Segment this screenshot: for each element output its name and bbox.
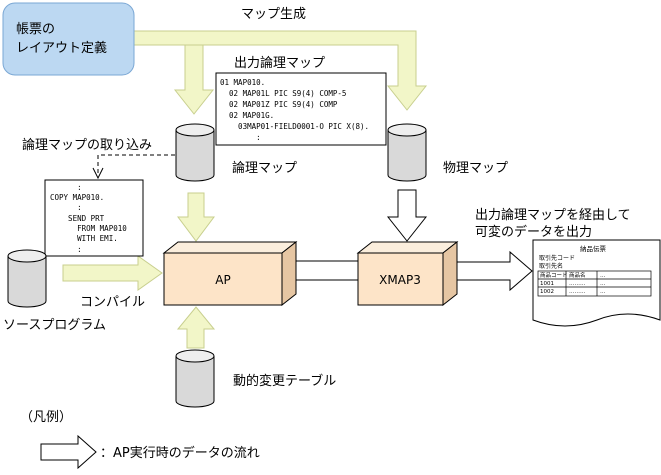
ap-label: AP <box>215 273 230 287</box>
map-code-line: 02 MAP01G. <box>220 111 274 120</box>
compile-label: コンパイル <box>80 295 145 310</box>
map-generation-label: マップ生成 <box>241 7 306 22</box>
output-description-line-1: 出力論理マップを経由して <box>475 207 631 223</box>
xmap3-to-report-arrow <box>456 250 533 292</box>
import-logical-map-label: 論理マップの取り込み <box>22 137 152 153</box>
program-code-line: FROM MAP010 <box>50 224 127 233</box>
physical-map-label: 物理マップ <box>443 161 508 176</box>
form-definition-line-2: レイアウト定義 <box>16 40 107 56</box>
report-table-cell: … <box>600 289 606 295</box>
legend-title: （凡例） <box>20 410 72 425</box>
program-code-line: WITH EMI. <box>50 234 118 243</box>
ap-to-xmap3-band <box>295 260 359 281</box>
form-layout-definition: 帳票の レイアウト定義 <box>2 2 135 76</box>
physical-map-cylinder <box>387 123 427 182</box>
report-table-header: … <box>600 273 606 279</box>
output-description-line-2: 可変のデータを出力 <box>475 224 592 240</box>
map-generation-arrows <box>62 30 428 349</box>
report-table-cell: ……… <box>569 289 586 295</box>
form-definition-line-1: 帳票の <box>16 22 55 37</box>
xmap3-box: XMAP3 <box>356 240 459 307</box>
dynamic-change-table-cylinder <box>175 349 215 408</box>
map-code-line: 02 MAP01L PIC S9(4) COMP-5 <box>220 89 346 98</box>
map-code-line: : <box>220 133 261 142</box>
dynamic-table-to-ap-arrow <box>176 306 216 349</box>
report-table-cell: 1002 <box>540 289 554 295</box>
legend-flow-arrow-icon <box>40 434 97 470</box>
physical-map-to-xmap3-arrow <box>386 189 428 242</box>
ap-box: AP <box>162 240 298 307</box>
dynamic-change-table-label: 動的変更テーブル <box>233 373 336 389</box>
map-code-line: 01 MAP010. <box>220 78 265 87</box>
map-generation-band-arrow <box>133 30 428 111</box>
report-table-header: 商品名 <box>569 271 586 279</box>
to-logical-map-arrow <box>173 44 215 115</box>
report-table-header: 商品コード <box>540 271 568 279</box>
legend-item-label: ：AP実行時のデータの流れ <box>100 445 260 461</box>
source-program-label: ソースプログラム <box>3 318 106 333</box>
map-code-line: 03MAP01-FIELD0001-O PIC X(8). <box>220 122 369 131</box>
report-table-cell: ……… <box>569 281 586 287</box>
report-table-cell: … <box>600 281 606 287</box>
report-table: 商品コード 商品名 … 1001 ……… … 1002 ……… … <box>537 270 652 297</box>
program-code-line: : <box>50 203 82 212</box>
program-code-document: : COPY MAP010. : SEND PRT FROM MAP010 WI… <box>44 179 144 257</box>
delivery-slip-report: 納品伝票 取引先コード 取引先名 商品コード 商品名 … 1001 ……… … … <box>532 239 661 327</box>
logical-map-cylinder <box>175 123 215 182</box>
program-code-line: COPY MAP010. <box>50 193 104 202</box>
program-code-line: SEND PRT <box>50 214 105 223</box>
program-code-line: : <box>50 245 82 254</box>
compile-arrow <box>62 255 163 291</box>
output-logical-map-code-box: 01 MAP010. 02 MAP01L PIC S9(4) COMP-5 02… <box>215 72 387 146</box>
logical-map-label: 論理マップ <box>232 160 297 176</box>
report-line-customer-code: 取引先コード <box>539 254 575 262</box>
map-code-line: 02 MAP01Z PIC S9(4) COMP <box>220 100 338 109</box>
logical-map-to-ap-arrow <box>177 192 215 242</box>
output-logical-map-label: 出力論理マップ <box>234 55 325 71</box>
report-title: 納品伝票 <box>580 244 607 253</box>
report-table-cell: 1001 <box>540 281 554 287</box>
xmap3-label: XMAP3 <box>379 273 421 287</box>
import-connector <box>92 154 175 180</box>
source-program-cylinder <box>7 249 47 308</box>
report-line-customer-name: 取引先名 <box>539 262 563 270</box>
program-code-line: : <box>50 183 82 192</box>
